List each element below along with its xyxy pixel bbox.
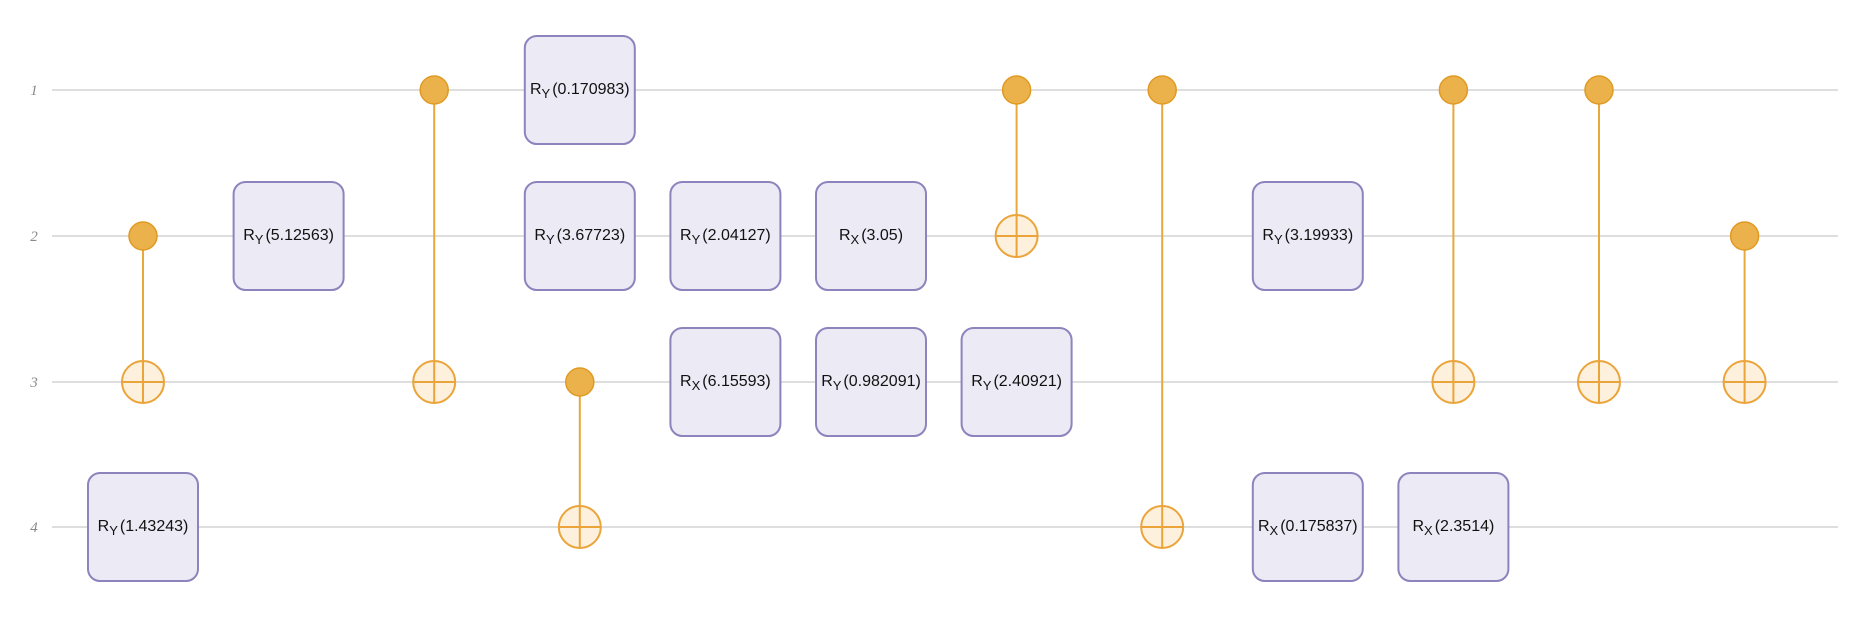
- gate-label: RY(3.19933): [1262, 227, 1353, 247]
- cnot-target-icon: [1577, 360, 1621, 404]
- gate-box: [1251, 472, 1364, 582]
- gate-label: RX(0.175837): [1258, 518, 1358, 538]
- rotation-gate: RX(0.175837): [1251, 472, 1364, 582]
- rotation-gate: RY(0.170983): [523, 35, 636, 145]
- control-lines-layer: [142, 90, 1746, 548]
- gate-box: [815, 327, 927, 437]
- cnot-target-icon: [557, 505, 602, 549]
- gate-box: [1397, 472, 1510, 582]
- gate-box: [815, 181, 927, 291]
- gate-label: RX(2.3514): [1412, 518, 1494, 538]
- gate-label: RY(5.12563): [243, 227, 334, 247]
- rotation-gate: RX(3.05): [815, 181, 927, 291]
- control-dot-icon: [1438, 75, 1469, 105]
- gate-label: RY(0.982091): [821, 373, 921, 393]
- cnot-target-icon: [1140, 505, 1185, 549]
- control-dot-icon: [419, 75, 449, 105]
- gate-box: [523, 35, 636, 145]
- gate-label: RY(2.40921): [971, 373, 1062, 393]
- gate-box: [232, 181, 345, 291]
- rotation-gate: RY(2.04127): [669, 181, 782, 291]
- cnot-target-icon: [412, 360, 457, 404]
- gate-box: [669, 181, 782, 291]
- wire-label: 1: [30, 83, 38, 99]
- gate-label: RX(3.05): [839, 227, 903, 247]
- gate-box: [1251, 181, 1364, 291]
- cnot-target-icon: [1722, 360, 1767, 404]
- rotation-gate: RY(1.43243): [87, 472, 199, 582]
- rotation-gate: RX(6.15593): [669, 327, 782, 437]
- control-dot-icon: [565, 367, 595, 397]
- cnot-target-icon: [994, 214, 1039, 258]
- gate-box: [669, 327, 782, 437]
- control-dot-icon: [1729, 221, 1760, 251]
- wires-layer: 1 2 3 4: [29, 83, 1838, 536]
- wire-label: 3: [29, 375, 38, 391]
- rotation-gate: RY(0.982091): [815, 327, 927, 437]
- gate-label: RY(1.43243): [98, 518, 189, 538]
- control-dot-icon: [128, 221, 158, 251]
- operations-layer: RY(1.43243) RY(5.12563) RY(0.170983) RY(3.6…: [87, 35, 1767, 582]
- control-dot-icon: [1001, 75, 1032, 105]
- control-dot-icon: [1584, 75, 1614, 105]
- cnot-target-icon: [1431, 360, 1476, 404]
- control-dot-icon: [1147, 75, 1177, 105]
- rotation-gate: RX(2.3514): [1397, 472, 1510, 582]
- gate-box: [87, 472, 199, 582]
- wire-label: 2: [30, 229, 38, 245]
- rotation-gate: RY(2.40921): [960, 327, 1073, 437]
- cnot-target-icon: [121, 360, 165, 404]
- gate-label: RY(2.04127): [680, 227, 771, 247]
- rotation-gate: RY(3.67723): [523, 181, 636, 291]
- gate-box: [523, 181, 636, 291]
- gate-label: RX(6.15593): [680, 373, 771, 393]
- gate-label: RY(0.170983): [530, 81, 630, 101]
- gate-box: [960, 327, 1073, 437]
- rotation-gate: RY(3.19933): [1251, 181, 1364, 291]
- rotation-gate: RY(5.12563): [232, 181, 345, 291]
- gate-label: RY(3.67723): [534, 227, 625, 247]
- wire-label: 4: [30, 520, 38, 536]
